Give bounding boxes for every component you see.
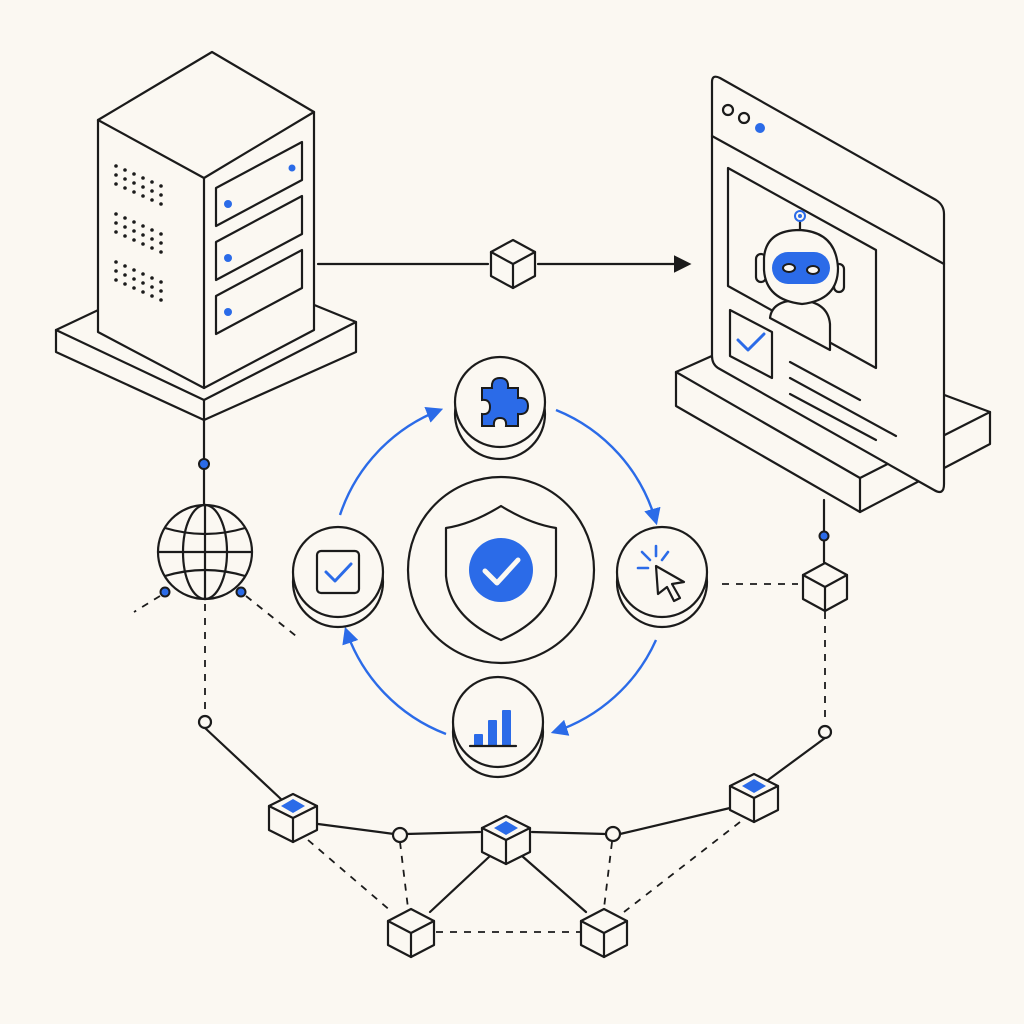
checkbox-icon	[291, 525, 385, 629]
data-transfer-arrow	[316, 238, 692, 290]
globe-icon	[133, 503, 297, 730]
cube-node-icon	[489, 238, 537, 290]
server-connector	[198, 418, 210, 506]
cycle-arrow-bottom-right	[550, 639, 658, 736]
cube-node-icon	[267, 792, 319, 844]
cube-node-icon	[801, 561, 849, 613]
cycle-arrow-top-left	[338, 407, 444, 516]
cycle-arrow-bottom-left	[342, 626, 447, 736]
cube-node-icon	[386, 907, 436, 959]
bar-chart-icon	[451, 675, 545, 779]
browser-window-icon	[674, 75, 992, 514]
cursor-click-icon	[615, 525, 709, 629]
cube-node-icon	[480, 814, 532, 866]
cube-node-icon	[579, 907, 629, 959]
cube-node-icon	[728, 772, 780, 824]
browser-connector	[722, 498, 849, 740]
shield-check-icon	[406, 475, 596, 665]
server-rack-icon	[54, 50, 358, 422]
robot-icon	[754, 210, 846, 352]
puzzle-piece-icon	[453, 355, 547, 461]
node-network	[203, 726, 827, 959]
security-cycle	[291, 355, 709, 779]
cycle-arrow-top-right	[555, 408, 661, 526]
